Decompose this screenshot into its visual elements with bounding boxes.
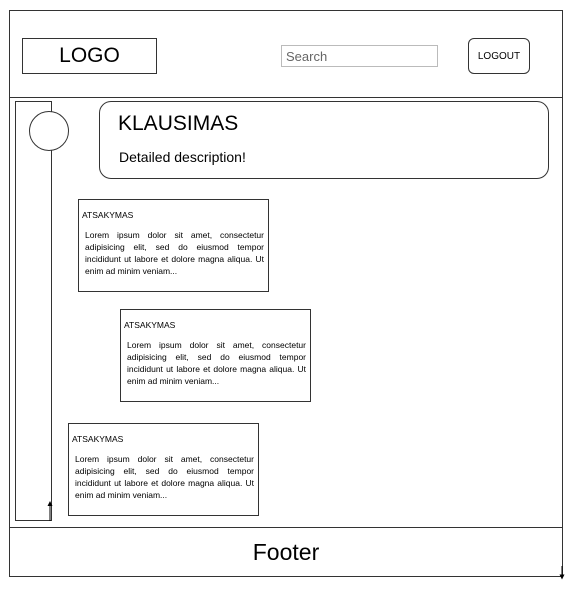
header-divider <box>9 97 563 98</box>
answer-text: Lorem ipsum dolor sit amet, consectetur … <box>85 230 264 276</box>
footer: Footer <box>9 527 563 577</box>
question-card: KLAUSIMAS Detailed description! <box>99 101 549 179</box>
page-frame <box>9 10 563 577</box>
avatar <box>29 111 69 151</box>
question-title: KLAUSIMAS <box>118 112 239 135</box>
answer-card: ATSAKYMAS Lorem ipsum dolor sit amet, co… <box>78 199 269 292</box>
logout-button[interactable]: LOGOUT <box>468 38 530 74</box>
scroll-up-arrow-icon[interactable] <box>44 500 56 522</box>
answer-text: Lorem ipsum dolor sit amet, consectetur … <box>127 340 306 386</box>
answer-title: ATSAKYMAS <box>82 210 134 220</box>
answer-title: ATSAKYMAS <box>72 434 124 444</box>
search-input[interactable] <box>282 46 462 66</box>
vertical-scrollbar[interactable] <box>15 101 52 521</box>
answer-text: Lorem ipsum dolor sit amet, consectetur … <box>75 454 254 500</box>
answer-title: ATSAKYMAS <box>124 320 176 330</box>
question-description: Detailed description! <box>119 149 246 165</box>
logo[interactable]: LOGO <box>22 38 157 74</box>
answer-card: ATSAKYMAS Lorem ipsum dolor sit amet, co… <box>68 423 259 516</box>
answer-card: ATSAKYMAS Lorem ipsum dolor sit amet, co… <box>120 309 311 402</box>
search-box[interactable] <box>281 45 462 67</box>
scroll-down-arrow-icon[interactable] <box>557 566 567 580</box>
